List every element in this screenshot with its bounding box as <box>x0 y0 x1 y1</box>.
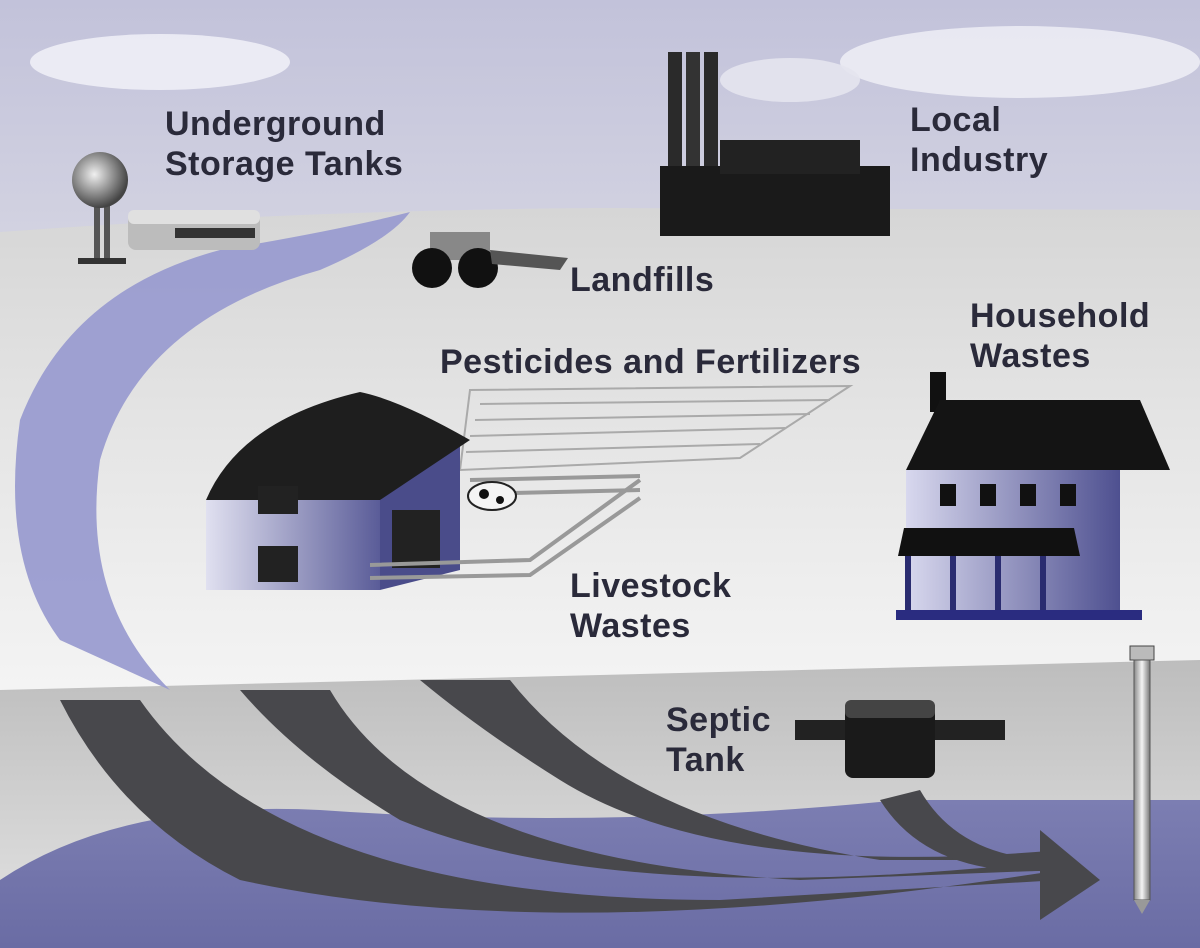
septic-tank-icon <box>795 700 1005 778</box>
plume-2 <box>240 690 1060 880</box>
label-line: Septic <box>666 701 772 739</box>
house-icon <box>896 372 1170 620</box>
water-tower-icon <box>72 152 128 264</box>
ust-leak-stream <box>15 212 410 690</box>
label-line: Landfills <box>570 261 715 299</box>
label-line: Pesticides and Fertilizers <box>440 343 862 381</box>
label-line: Tank <box>666 741 745 779</box>
cloud-right <box>840 26 1200 98</box>
label-line: Underground <box>165 105 386 143</box>
fence-icon <box>369 474 642 580</box>
label-line: Local <box>910 101 1002 139</box>
cow-icon <box>467 481 517 511</box>
storage-tank-icon <box>128 210 260 250</box>
label-line: Wastes <box>570 607 691 645</box>
cloud-middle <box>720 58 860 102</box>
factory-icon <box>660 52 890 236</box>
label-landfills: Landfills <box>570 260 714 300</box>
well-icon <box>1129 645 1155 914</box>
contaminant-plumes <box>60 680 1100 920</box>
plume-3 <box>420 680 1060 860</box>
barn-icon <box>206 392 470 590</box>
plume-septic <box>880 790 1060 872</box>
label-line: Storage Tanks <box>165 145 404 183</box>
plume-arrowhead <box>1040 830 1100 920</box>
label-line: Wastes <box>970 337 1091 375</box>
plume-1 <box>60 700 1060 913</box>
label-line: Livestock <box>570 567 732 605</box>
label-line: Household <box>970 297 1151 335</box>
bulldozer-icon <box>412 232 568 288</box>
cloud-left <box>30 34 290 90</box>
label-line: Industry <box>910 141 1049 179</box>
label-pesticides-fertilizers: Pesticides and Fertilizers <box>440 342 861 382</box>
crop-field-icon <box>458 384 854 472</box>
